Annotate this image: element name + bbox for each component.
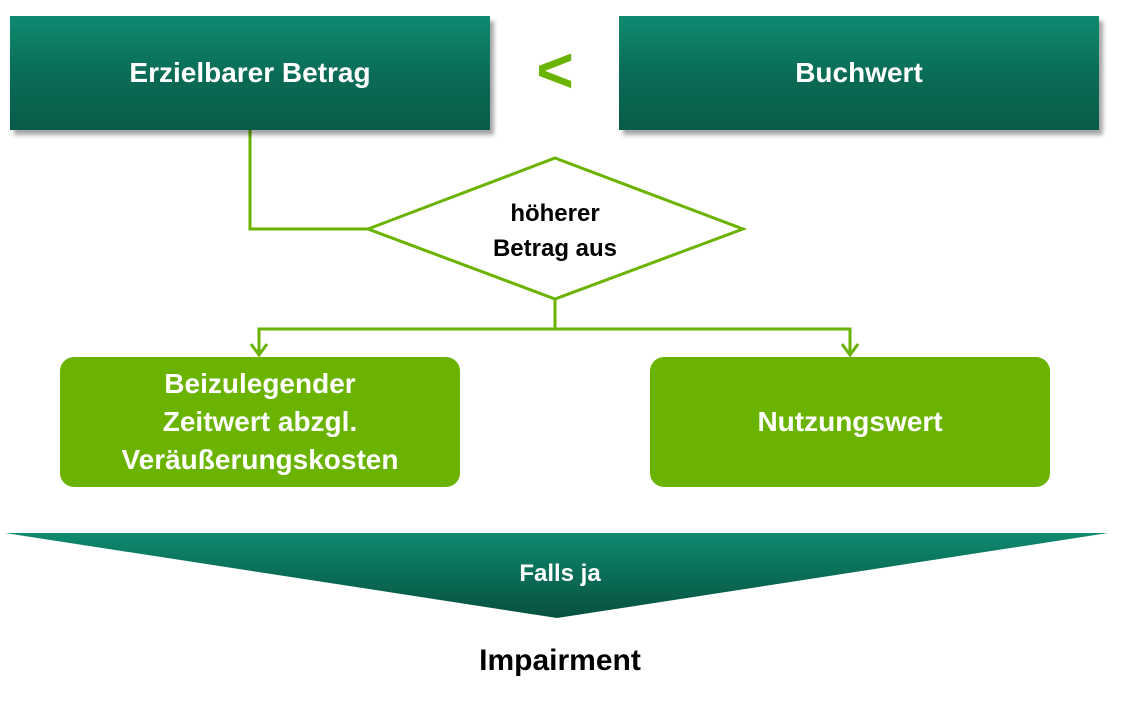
erzielbarer-betrag-box: Erzielbarer Betrag: [10, 16, 490, 130]
left-option-line-1: Beizulegender: [164, 368, 356, 399]
connector-box-to-diamond: [248, 130, 368, 231]
decision-line-1: höherer: [510, 200, 600, 227]
connector-split: [257, 299, 557, 354]
decision-label: höherer Betrag aus: [455, 196, 655, 266]
beizulegender-zeitwert-box: Beizulegender Zeitwert abzgl. Veräußerun…: [60, 357, 460, 487]
nutzungswert-box: Nutzungswert: [650, 357, 1050, 487]
arrowhead-right: [840, 343, 860, 358]
arrowhead-left: [249, 343, 269, 358]
less-than-symbol: <: [536, 34, 574, 106]
impairment-label: Impairment: [479, 644, 641, 677]
connector-split-right: [555, 327, 852, 354]
falls-ja-label: Falls ja: [519, 560, 601, 587]
buchwert-label: Buchwert: [795, 57, 923, 88]
left-option-line-3: Veräußerungskosten: [121, 444, 399, 475]
erzielbarer-betrag-label: Erzielbarer Betrag: [129, 57, 371, 88]
decision-line-2: Betrag aus: [492, 235, 618, 262]
falls-ja-banner: [5, 533, 1108, 618]
buchwert-box: Buchwert: [619, 16, 1099, 130]
left-option-line-2: Zeitwert abzgl.: [162, 406, 358, 437]
nutzungswert-label: Nutzungswert: [757, 406, 943, 437]
